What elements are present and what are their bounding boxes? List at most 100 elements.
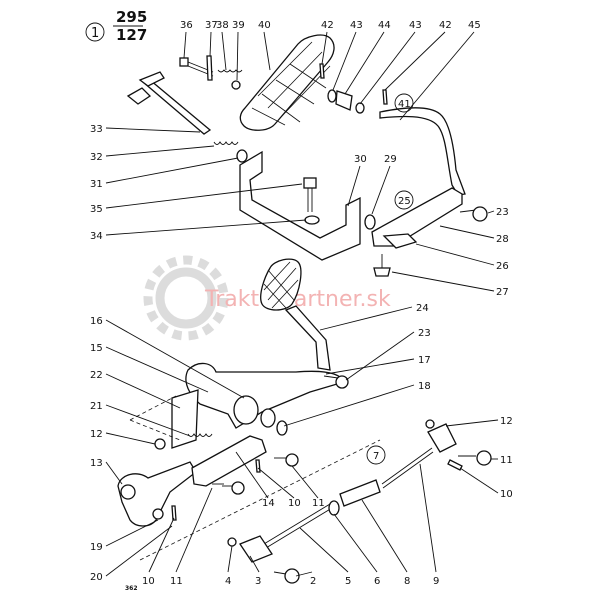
spring-21	[187, 433, 213, 437]
pedal-pad-upper	[239, 34, 335, 131]
callout-33: 33	[90, 124, 103, 135]
callout-43-top-right: 43	[409, 20, 422, 31]
lever-13	[117, 461, 197, 527]
callout-20: 20	[90, 572, 103, 583]
clevis-3	[239, 535, 273, 563]
threaded-rod-5	[253, 503, 333, 555]
ring-18	[276, 420, 288, 436]
callout-23-lower: 23	[418, 328, 431, 339]
callout-21: 21	[90, 401, 103, 412]
callout-26: 26	[496, 261, 509, 272]
callout-11-lower-mid: 11	[312, 498, 325, 509]
callout-30: 30	[354, 154, 367, 165]
callout-8: 8	[404, 576, 410, 587]
lever-28	[371, 187, 463, 247]
pedal-pad-lower	[260, 258, 302, 311]
header-denominator: 127	[116, 26, 147, 44]
clevis-12-right	[427, 423, 457, 453]
pin-lower-mid-2	[274, 453, 299, 467]
pin-10-bottom	[171, 505, 177, 521]
callout-4: 4	[225, 576, 231, 587]
callout-13: 13	[90, 458, 103, 469]
callout-22: 22	[90, 370, 103, 381]
bolt-35	[303, 177, 317, 212]
callout-43-top-left: 43	[350, 20, 363, 31]
callout-27: 27	[496, 287, 509, 298]
callout-labels: 36 37 38 39 40 42 43 44 43 42 45 33 32 3…	[90, 20, 513, 587]
pin-37	[206, 55, 213, 81]
pin-42-right	[382, 89, 388, 105]
callout-32: 32	[90, 152, 103, 163]
callout-10-lower-mid: 10	[288, 498, 301, 509]
group-mark-7: 7	[373, 451, 379, 462]
callout-17: 17	[418, 355, 431, 366]
callout-24: 24	[416, 303, 429, 314]
callout-9: 9	[433, 576, 439, 587]
callout-12-right: 12	[500, 416, 513, 427]
bolt-27	[373, 254, 391, 277]
nut-4	[227, 537, 237, 547]
group-mark-25: 25	[398, 196, 411, 207]
callout-2: 2	[310, 576, 316, 587]
assembly-number: 1	[91, 26, 99, 41]
link-14	[191, 435, 267, 487]
lower-assembly	[117, 258, 492, 584]
callout-28: 28	[496, 234, 509, 245]
watermark-gear-icon	[155, 267, 217, 329]
callout-12-left: 12	[90, 429, 103, 440]
watermark-gear-teeth	[143, 255, 229, 341]
callout-6: 6	[374, 576, 380, 587]
callout-11-bottom: 11	[170, 576, 183, 587]
callout-16: 16	[90, 316, 103, 327]
bracket-22	[171, 389, 199, 449]
sleeve-8	[339, 479, 381, 507]
pedal-arm-24	[284, 305, 331, 371]
callout-42-top-left: 42	[321, 20, 334, 31]
diagram-header: 295 127 1	[85, 8, 147, 44]
pedal-arm-45	[379, 107, 466, 196]
washer-31	[236, 149, 248, 163]
callout-45: 45	[468, 20, 481, 31]
hidden-lines-22	[129, 395, 181, 441]
callout-35: 35	[90, 204, 103, 215]
callout-38: 38	[216, 20, 229, 31]
group-mark-25-circle	[394, 190, 414, 210]
nut-6	[328, 500, 340, 516]
assembly-number-circle	[85, 22, 105, 42]
upper-assembly	[126, 34, 488, 277]
callout-34: 34	[90, 231, 103, 242]
pin-10-lower-mid	[255, 459, 261, 473]
axis-line	[139, 439, 381, 561]
callout-3: 3	[255, 576, 261, 587]
spring-38	[217, 69, 243, 73]
bolt-23-upper	[459, 206, 488, 222]
pin-11-lower-mid	[222, 481, 245, 495]
callout-44: 44	[378, 20, 391, 31]
washer-29	[364, 214, 376, 230]
header-numerator: 295	[116, 8, 147, 26]
bolt-23-lower	[323, 375, 349, 389]
callout-5: 5	[345, 576, 351, 587]
nut-12-left	[154, 438, 166, 450]
callout-14: 14	[262, 498, 275, 509]
nut-34	[304, 215, 320, 225]
callout-10-bottom: 10	[142, 576, 155, 587]
leader-lines	[105, 31, 499, 577]
callout-40: 40	[258, 20, 271, 31]
footer-code: 362	[125, 585, 138, 592]
group-marks: 41 25 7	[366, 93, 414, 465]
callout-18: 18	[418, 381, 431, 392]
spring-32	[213, 141, 239, 145]
group-mark-7-circle	[366, 445, 386, 465]
washer-18	[260, 408, 276, 428]
hub-16	[233, 395, 259, 425]
callout-37: 37	[205, 20, 218, 31]
callout-19: 19	[90, 542, 103, 553]
callout-42-top-right: 42	[439, 20, 452, 31]
pin-11-right	[458, 450, 492, 466]
callout-10-right: 10	[500, 489, 513, 500]
callout-15: 15	[90, 343, 103, 354]
washer-39	[231, 80, 241, 90]
pin-42-left	[319, 63, 325, 79]
